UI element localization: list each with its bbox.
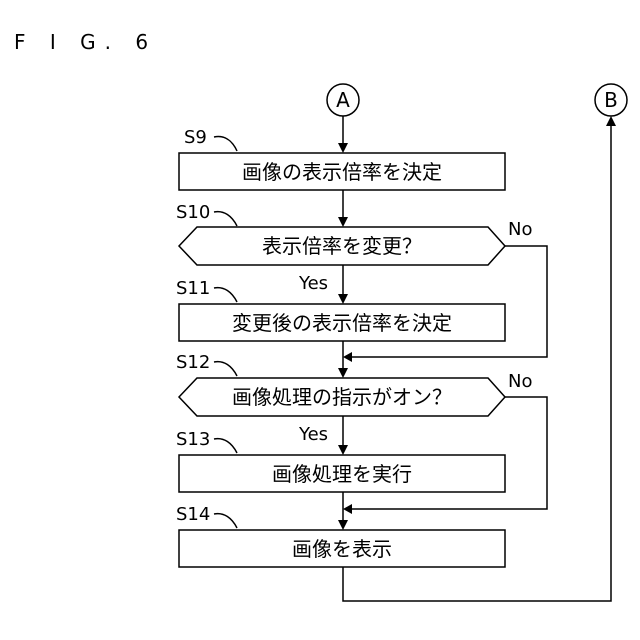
arrowhead (338, 368, 348, 378)
arrowhead (338, 294, 348, 304)
step-s11-leader (214, 288, 237, 302)
s12-no-label: No (508, 371, 532, 392)
step-s10-text: 表示倍率を変更？ (262, 234, 422, 258)
step-s14-text: 画像を表示 (292, 537, 392, 561)
arrowhead (338, 520, 348, 530)
arrowhead (338, 143, 348, 153)
step-s11-text: 変更後の表示倍率を決定 (232, 311, 452, 335)
step-s9-text: 画像の表示倍率を決定 (242, 160, 442, 184)
step-s13-leader (214, 439, 237, 453)
step-s14-id: S14 (176, 504, 210, 525)
step-s12-text: 画像処理の指示がオン？ (232, 385, 452, 409)
s10-no-label: No (508, 219, 532, 240)
arrowhead (343, 352, 352, 362)
s10-yes-label: Yes (298, 273, 328, 294)
arrowhead (338, 217, 348, 227)
step-s13-text: 画像処理を実行 (272, 462, 412, 486)
connector-a-label: A (336, 88, 350, 112)
step-s14-leader (214, 514, 237, 528)
step-s12-id: S12 (176, 352, 210, 373)
step-s13-id: S13 (176, 429, 210, 450)
arrowhead (338, 445, 348, 455)
step-s12-leader (214, 362, 237, 376)
step-s11-id: S11 (176, 278, 210, 299)
step-s9-leader (214, 137, 237, 151)
arrowhead (606, 116, 616, 126)
step-s10-id: S10 (176, 202, 210, 223)
s12-yes-label: Yes (298, 424, 328, 445)
step-s9-id: S9 (184, 127, 207, 148)
arrowhead (343, 504, 352, 514)
step-s10-leader (214, 212, 237, 226)
connector-b-label: B (604, 88, 618, 112)
